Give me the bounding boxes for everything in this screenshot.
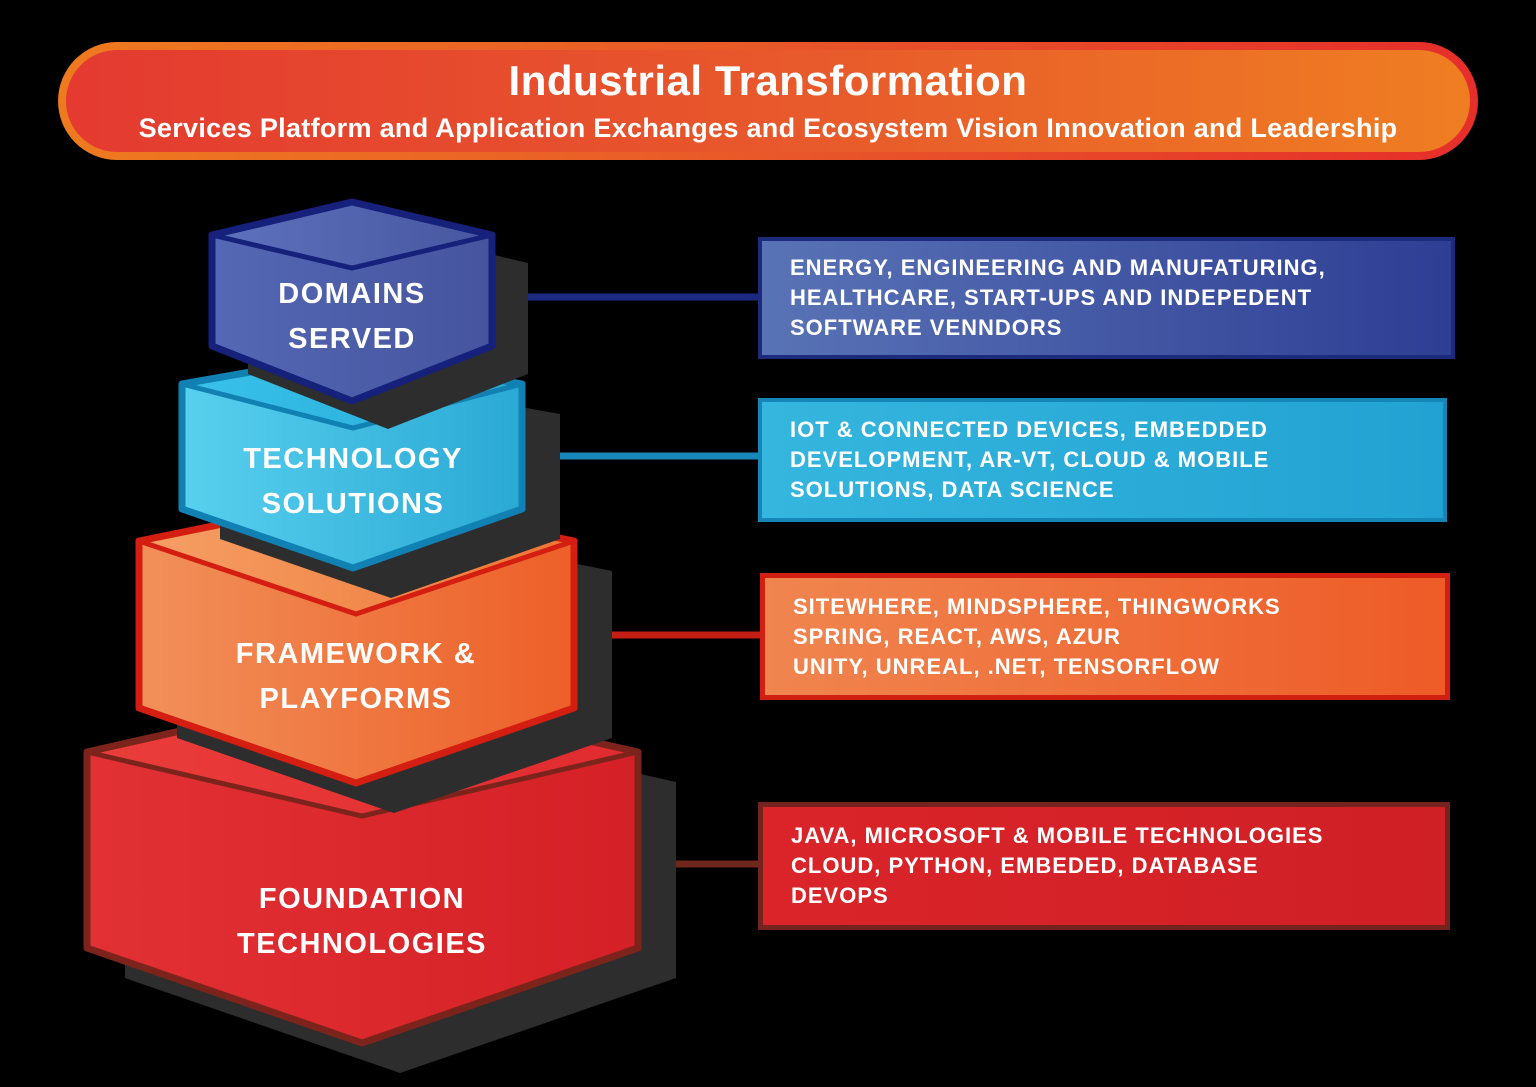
layer-outline-framework — [135, 493, 578, 787]
layer-label-line: PLAYFORMS — [259, 683, 453, 715]
layer-topface-edge-framework — [138, 538, 575, 617]
layer-outline-domains — [208, 198, 496, 405]
detail-box-line: SITEWHERE, MINDSPHERE, THINGWORKS — [793, 593, 1281, 619]
layer-label-line: SERVED — [288, 323, 416, 355]
detail-box-line: SOFTWARE VENNDORS — [790, 315, 1063, 340]
layer-label-foundation-technologies: FOUNDATION TECHNOLOGIES — [192, 877, 532, 967]
layer-outline-foundation — [83, 686, 642, 1047]
layer-label-framework-playforms: FRAMEWORK & PLAYFORMS — [186, 632, 526, 722]
layer-domains-served — [208, 198, 496, 405]
header-banner: Industrial Transformation Services Platf… — [58, 42, 1478, 160]
detail-box-framework: SITEWHERE, MINDSPHERE, THINGWORKS SPRING… — [760, 573, 1450, 700]
detail-box-line: SOLUTIONS, DATA SCIENCE — [790, 477, 1115, 502]
header-subtitle: Services Platform and Application Exchan… — [138, 113, 1398, 144]
layer-topface-edge-technology — [181, 381, 523, 431]
detail-box-line: IOT & CONNECTED DEVICES, EMBEDDED — [790, 417, 1268, 442]
detail-box-line: DEVELOPMENT, AR-VT, CLOUD & MOBILE — [790, 447, 1270, 472]
detail-box-foundation: JAVA, MICROSOFT & MOBILE TECHNOLOGIES CL… — [758, 802, 1450, 930]
layer-front-technology — [182, 384, 522, 568]
detail-box-technology: IOT & CONNECTED DEVICES, EMBEDDED DEVELO… — [758, 398, 1447, 522]
detail-box-line: UNITY, UNREAL, .NET, TENSORFLOW — [793, 653, 1220, 679]
layer-front-framework — [139, 541, 574, 783]
detail-box-line: JAVA, MICROSOFT & MOBILE TECHNOLOGIES — [791, 823, 1324, 848]
detail-box-line: HEALTHCARE, START-UPS AND INDEPEDENT — [790, 285, 1313, 310]
detail-box-line: SPRING, REACT, AWS, AZUR — [793, 623, 1121, 649]
layer-outline-technology — [178, 350, 526, 572]
layer-label-line: FRAMEWORK & — [235, 638, 477, 670]
layer-label-line: TECHNOLOGIES — [236, 928, 487, 960]
layer-label-domains-served: DOMAINS SERVED — [182, 272, 522, 362]
layer-label-line: SOLUTIONS — [261, 488, 445, 520]
header-title: Industrial Transformation — [508, 56, 1028, 104]
layer-front-domains — [212, 235, 492, 401]
header-banner-inner: Industrial Transformation Services Platf… — [66, 50, 1470, 152]
detail-box-line: ENERGY, ENGINEERING AND MANUFATURING, — [790, 255, 1326, 280]
detail-box-domains: ENERGY, ENGINEERING AND MANUFATURING, HE… — [758, 237, 1455, 359]
layer-front-foundation — [87, 752, 638, 1043]
layer-label-technology-solutions: TECHNOLOGY SOLUTIONS — [183, 437, 523, 527]
detail-box-line: DEVOPS — [791, 883, 889, 908]
detail-box-line: CLOUD, PYTHON, EMBEDED, DATABASE — [791, 853, 1259, 878]
layer-label-line: TECHNOLOGY — [243, 443, 463, 475]
layer-label-line: FOUNDATION — [258, 883, 466, 915]
layer-label-line: DOMAINS — [278, 278, 426, 310]
layer-topface-edge-domains — [211, 232, 493, 271]
layer-topface-edge-foundation — [86, 749, 639, 819]
